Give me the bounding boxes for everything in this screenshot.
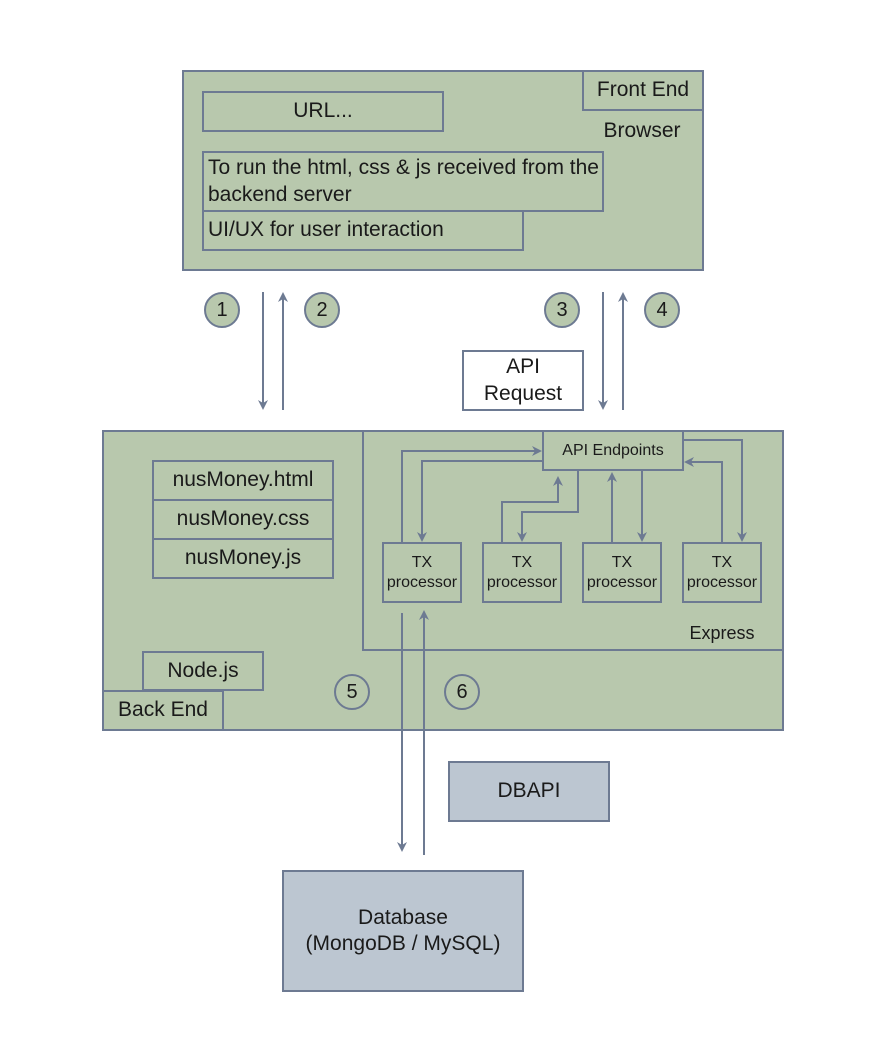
step-2-circle: 2 [304,292,340,328]
arrow-api-to-tx2 [517,471,579,542]
dbapi-box: DBAPI [448,761,610,822]
tx-processor-3: TX processor [582,542,662,603]
arrow-tx2-to-api [501,476,563,542]
backend-tag: Back End [102,690,224,731]
tx-processor-2: TX processor [482,542,562,603]
step-5-circle: 5 [334,674,370,710]
browser-label: Browser [603,118,681,142]
arrow-tx1-to-api [401,446,542,542]
tx-processor-4: TX processor [682,542,762,603]
backend-box [102,430,784,731]
frontend-tag: Front End [582,70,704,111]
database-box: Database (MongoDB / MySQL) [282,870,524,992]
arrow-api-to-tx4 [684,439,747,542]
step-4-circle: 4 [644,292,680,328]
url-box: URL... [202,91,444,132]
arrow-api-to-tx1 [417,460,542,542]
step-1-circle: 1 [204,292,240,328]
uiux-box: UI/UX for user interaction [202,210,524,251]
tx-processor-1: TX processor [382,542,462,603]
api-request-box: API Request [462,350,584,411]
arrow-tx4-to-api [684,457,723,542]
step-6-circle: 6 [444,674,480,710]
api-endpoints-box: API Endpoints [542,430,684,471]
file-js: nusMoney.js [152,538,334,579]
express-label: Express [689,622,755,643]
step-3-circle: 3 [544,292,580,328]
